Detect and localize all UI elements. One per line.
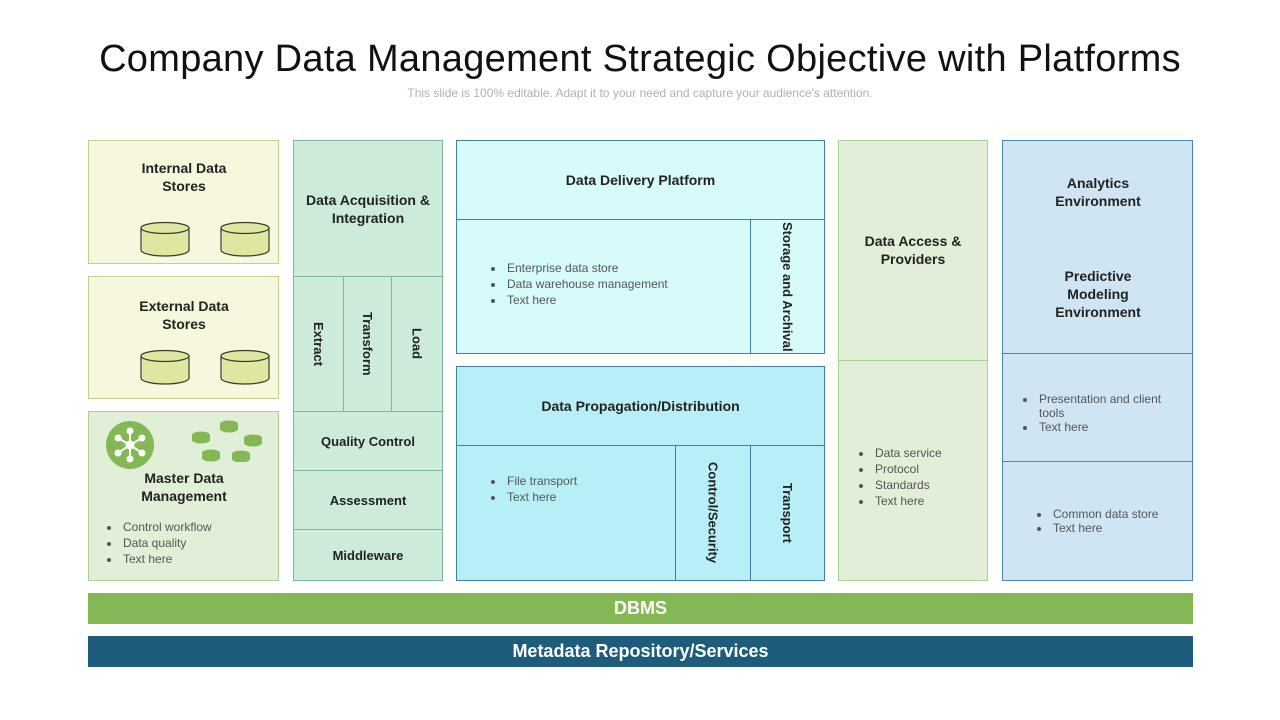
- quality-control-cell: Quality Control: [293, 411, 443, 471]
- load-step: Load: [391, 276, 443, 412]
- predictive-modeling-label: Predictive Modeling Environment: [1055, 268, 1141, 320]
- propagation-list: File transport Text here: [487, 473, 667, 505]
- list-item: Data quality: [121, 535, 273, 551]
- master-data-list: Control workflow Data quality Text here: [103, 519, 273, 567]
- network-hub-icon: [106, 421, 154, 469]
- list-item: Data service: [873, 445, 980, 461]
- list-item: Presentation and client tools: [1037, 392, 1179, 420]
- access-list: Data service Protocol Standards Text her…: [855, 445, 980, 509]
- transform-step: Transform: [343, 276, 392, 412]
- external-data-stores-label: External Data Stores: [139, 298, 229, 332]
- extract-step: Extract: [293, 276, 344, 412]
- analytics-environment-label: Analytics Environment: [1055, 175, 1141, 209]
- list-item: Protocol: [873, 461, 980, 477]
- data-delivery-content: Enterprise data store Data warehouse man…: [456, 219, 751, 354]
- list-item: Text here: [121, 551, 273, 567]
- page-title: Company Data Management Strategic Object…: [99, 38, 1181, 80]
- list-item: Common data store: [1051, 507, 1183, 521]
- database-icon: [220, 221, 270, 257]
- data-propagation-header: Data Propagation/Distribution: [456, 366, 825, 446]
- list-item: Text here: [505, 489, 667, 505]
- data-acquisition-label: Data Acquisition & Integration: [306, 192, 430, 226]
- data-propagation-content: File transport Text here: [456, 445, 676, 581]
- storage-archival-cell: Storage and Archival: [750, 219, 825, 354]
- data-acquisition-header: Data Acquisition & Integration: [293, 140, 443, 277]
- list-item: Text here: [505, 292, 737, 308]
- list-item: Text here: [873, 493, 980, 509]
- control-security-cell: Control/Security: [675, 445, 751, 581]
- database-icon: [140, 221, 190, 257]
- list-item: Control workflow: [121, 519, 273, 535]
- page-subtitle: This slide is 100% editable. Adapt it to…: [407, 86, 873, 100]
- database-icon: [220, 349, 270, 385]
- data-delivery-platform-header: Data Delivery Platform: [456, 140, 825, 220]
- transport-cell: Transport: [750, 445, 825, 581]
- list-item: Data warehouse management: [505, 276, 737, 292]
- list-item: Text here: [1037, 420, 1179, 434]
- database-icon: [140, 349, 190, 385]
- master-data-management-label: Master Data Management: [141, 470, 227, 504]
- list-item: File transport: [505, 473, 667, 489]
- internal-data-stores-label: Internal Data Stores: [141, 160, 227, 194]
- data-access-content: Data service Protocol Standards Text her…: [838, 360, 988, 581]
- metadata-repository-bar: Metadata Repository/Services: [88, 636, 1193, 667]
- list-item: Enterprise data store: [505, 260, 737, 276]
- database-cluster-icon: [192, 420, 262, 462]
- analytics-tools-list: Presentation and client tools Text here: [1019, 392, 1179, 434]
- analytics-header: Analytics Environment Predictive Modelin…: [1002, 140, 1193, 354]
- list-item: Text here: [1051, 521, 1183, 535]
- delivery-list: Enterprise data store Data warehouse man…: [487, 260, 737, 308]
- analytics-store-list: Common data store Text here: [1033, 507, 1183, 535]
- data-access-label: Data Access & Providers: [864, 233, 962, 267]
- analytics-store-cell: Common data store Text here: [1002, 461, 1193, 581]
- dbms-bar: DBMS: [88, 593, 1193, 624]
- assessment-cell: Assessment: [293, 470, 443, 530]
- external-data-stores-box: External Data Stores: [88, 276, 279, 399]
- middleware-cell: Middleware: [293, 529, 443, 581]
- master-data-management-box: Master Data Management Control workflow …: [88, 411, 279, 581]
- analytics-tools-cell: Presentation and client tools Text here: [1002, 353, 1193, 462]
- list-item: Standards: [873, 477, 980, 493]
- internal-data-stores-box: Internal Data Stores: [88, 140, 279, 264]
- data-access-header: Data Access & Providers: [838, 140, 988, 361]
